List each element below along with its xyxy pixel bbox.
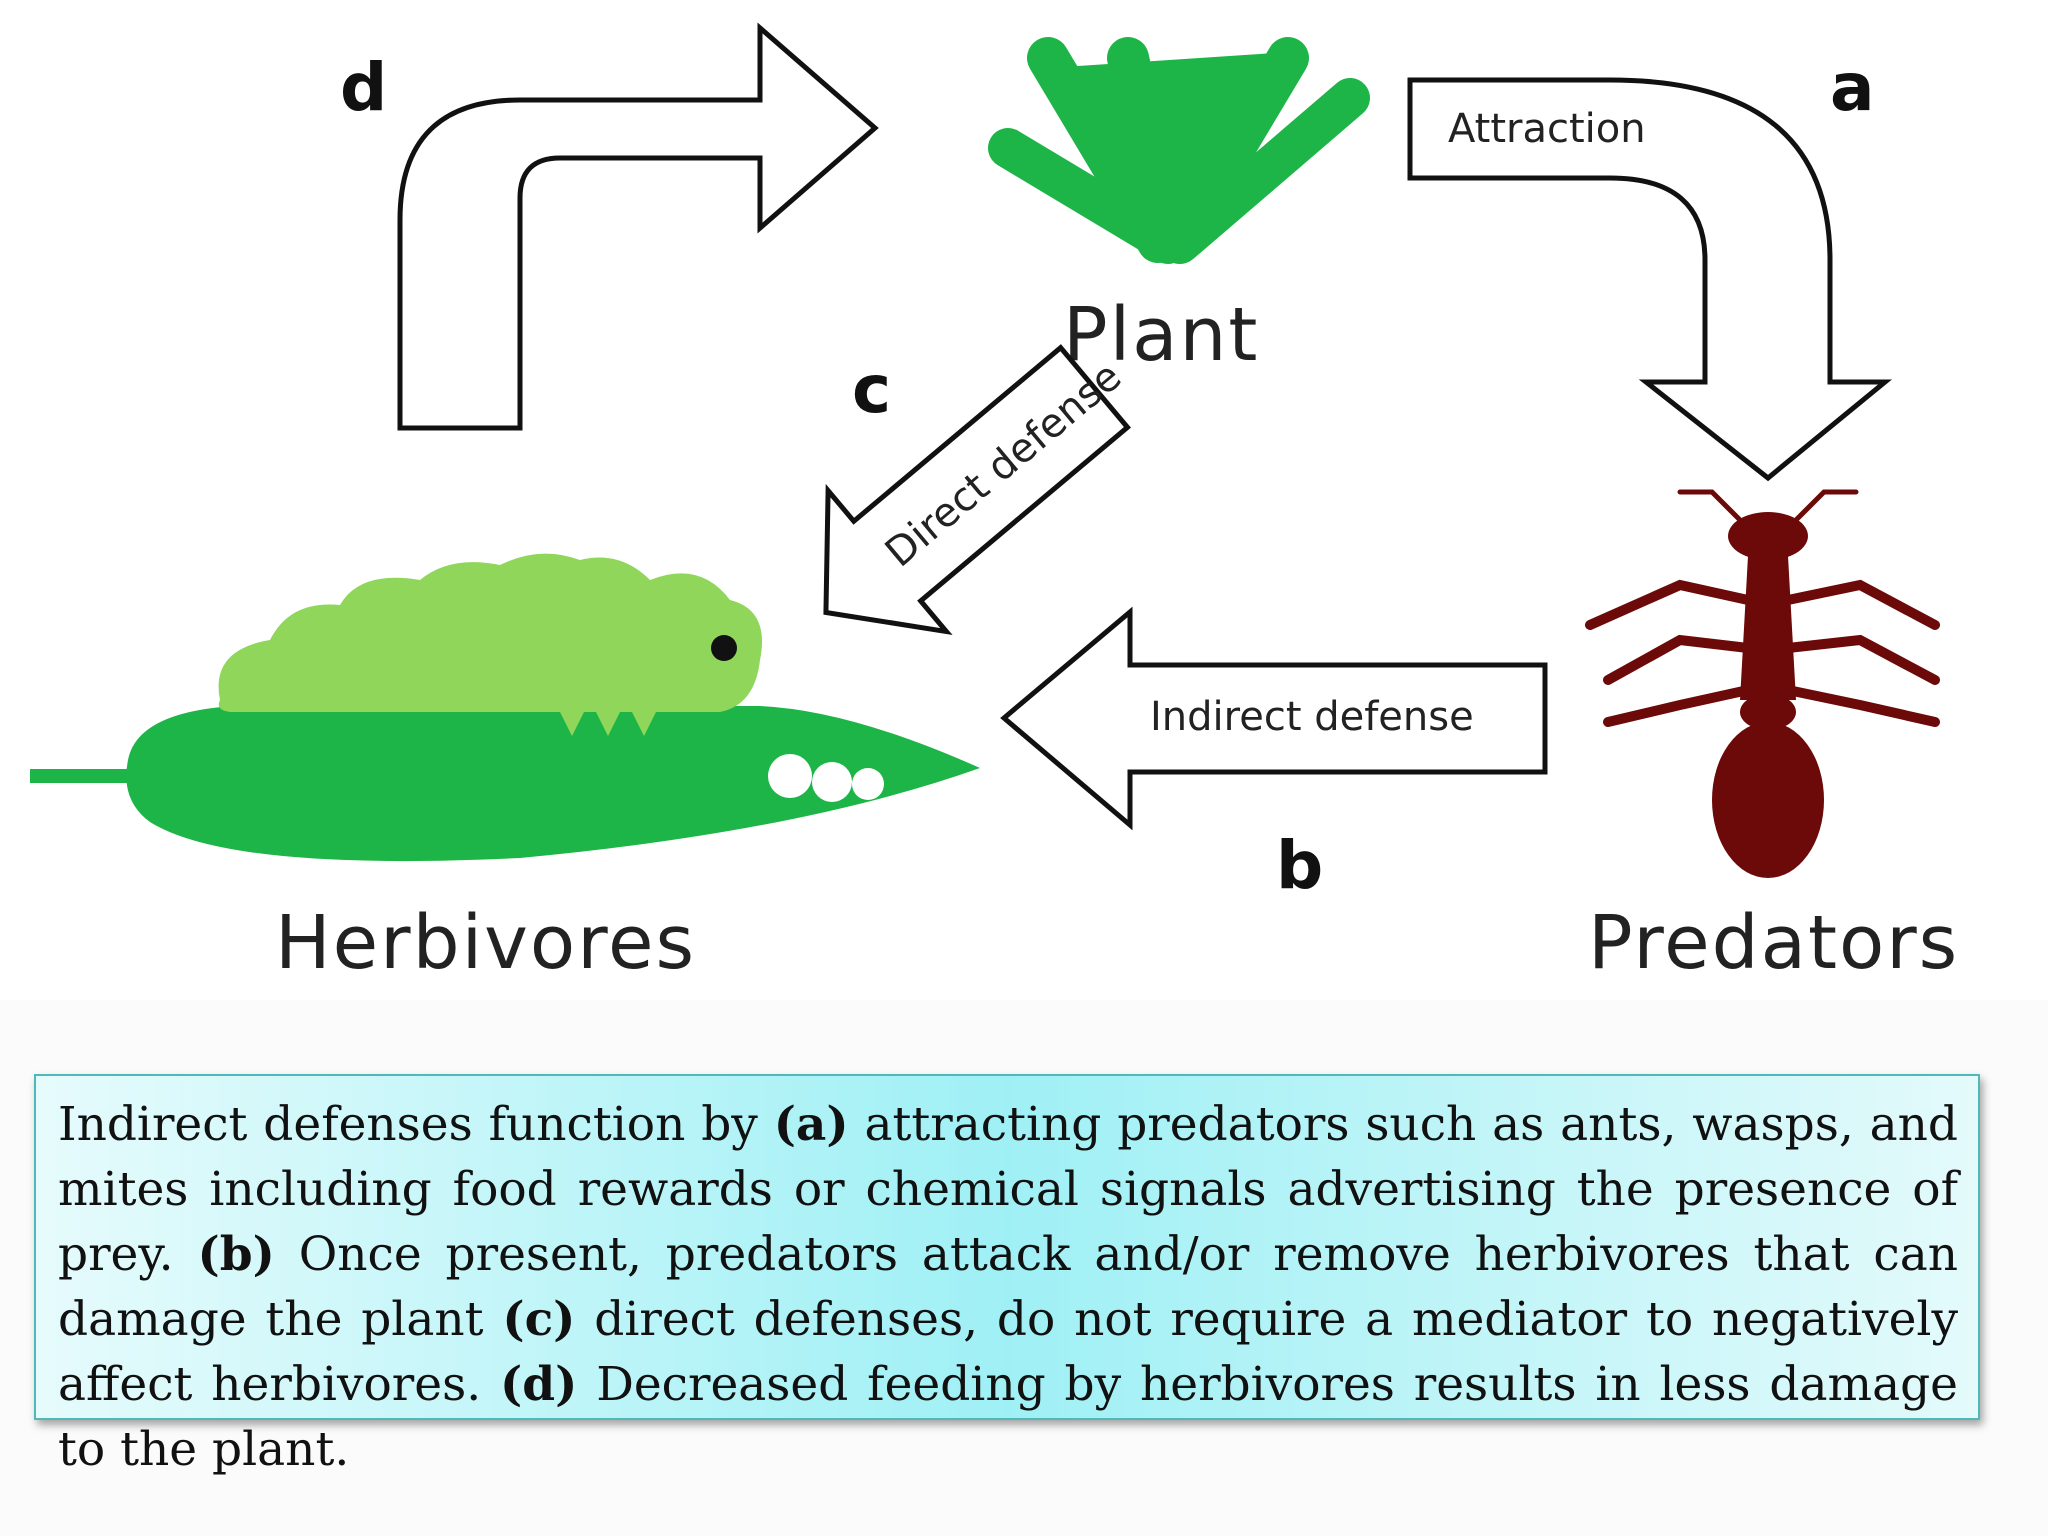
- caption-part: Once present, predators attack and/or re…: [58, 1227, 1958, 1347]
- caption-part: direct defenses, do not require a mediat…: [58, 1292, 1959, 1412]
- caption-marker-b: (b): [197, 1227, 275, 1282]
- arrow-b-label: Indirect defense: [1150, 694, 1474, 740]
- caption-marker-d: (d): [500, 1357, 578, 1412]
- caption-part: attracting predators such as ants, wasps…: [58, 1097, 1958, 1282]
- caption-marker-a: (a): [773, 1097, 849, 1152]
- arrow-b: [1000, 606, 1548, 831]
- caption-text: Indirect defenses function by (a) attrac…: [58, 1092, 1958, 1482]
- arrow-a-letter: a: [1830, 49, 1875, 126]
- arrow-c-label: Direct defense: [877, 353, 1130, 576]
- node-label-predators: Predators: [1588, 900, 1959, 986]
- node-label-plant: Plant: [1063, 292, 1259, 378]
- node-label-herbivores: Herbivores: [275, 900, 696, 986]
- arrow-d: [397, 22, 879, 431]
- caption-part: Indirect defenses function by: [58, 1097, 774, 1152]
- defense-diagram: d Plant Attraction a Direct defense c In…: [30, 22, 1959, 986]
- predator-ant-icon: [1585, 489, 1940, 878]
- herbivore-icon: [30, 553, 980, 862]
- arrow-b-letter: b: [1276, 827, 1323, 904]
- plant-icon: [988, 37, 1370, 264]
- caption-marker-c: (c): [502, 1292, 576, 1347]
- arrow-c-letter: c: [852, 351, 891, 428]
- arrow-d-letter: d: [340, 49, 387, 126]
- arrow-a: [1407, 77, 1892, 482]
- caption-box: Indirect defenses function by (a) attrac…: [34, 1074, 1980, 1477]
- arrow-a-label: Attraction: [1448, 106, 1646, 152]
- caption-part: Decreased feeding by herbivores results …: [58, 1357, 1958, 1477]
